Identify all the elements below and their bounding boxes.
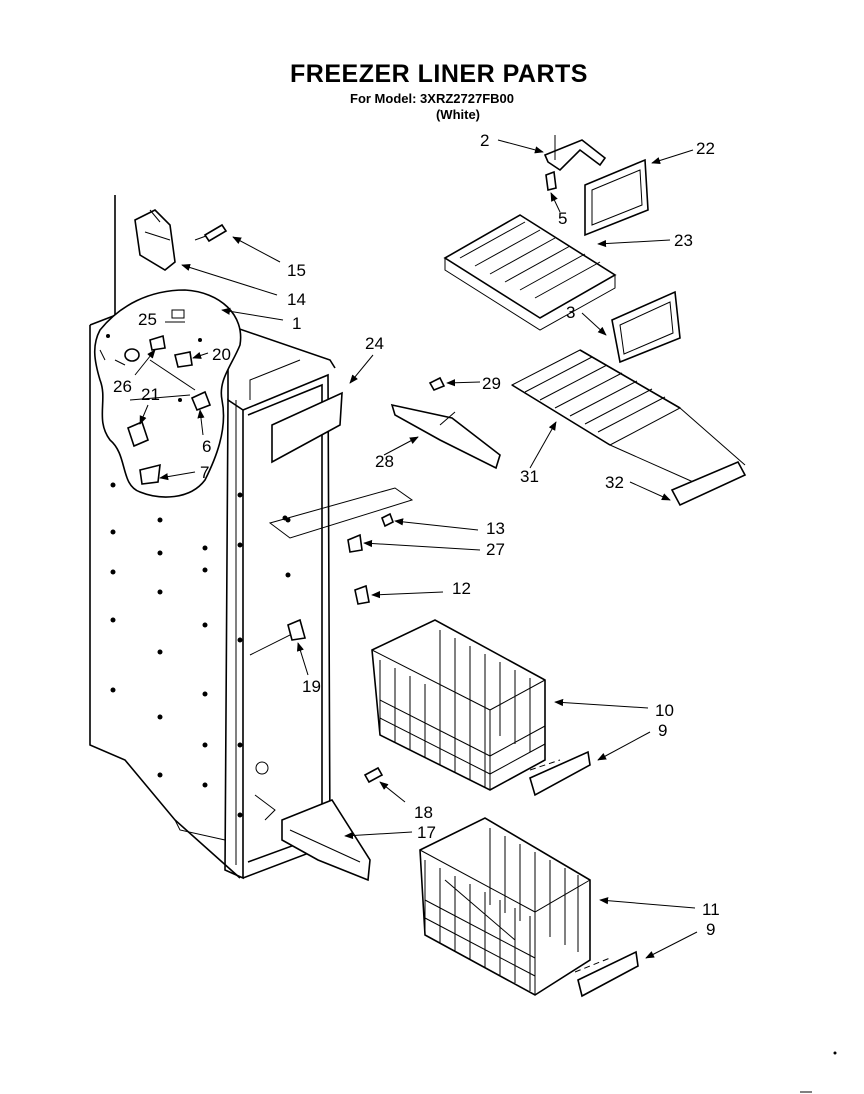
freezer-basket-10 <box>371 619 546 791</box>
callout-20: 20 <box>212 345 231 364</box>
color-variant: (White) <box>435 107 481 122</box>
callout-29: 29 <box>482 374 501 393</box>
callout-10: 10 <box>655 701 674 720</box>
screw-13 <box>380 512 395 528</box>
callout-14: 14 <box>287 290 306 309</box>
diagram-title: FREEZER LINER PARTS <box>290 60 588 88</box>
callout-15: 15 <box>287 261 306 280</box>
clip-12 <box>354 584 370 605</box>
wire-shelf-23 <box>443 214 617 331</box>
callout-1: 1 <box>292 314 301 333</box>
cutaway-detail-region <box>93 289 242 498</box>
callout-2: 2 <box>480 131 489 150</box>
wire-shelf-31 <box>510 349 746 486</box>
screw-18 <box>363 766 384 784</box>
light-socket-19 <box>287 618 307 641</box>
model-number: For Model: 3XRZ2727FB00 <box>350 91 514 106</box>
callout-5: 5 <box>558 209 567 228</box>
door-bin-22 <box>584 158 649 237</box>
shelf-trim-32 <box>670 460 747 507</box>
callout-13: 13 <box>486 519 505 538</box>
callout-27: 27 <box>486 540 505 559</box>
screw-15 <box>194 223 228 243</box>
callout-23: 23 <box>674 231 693 250</box>
callout-7: 7 <box>200 463 209 482</box>
clip-27 <box>347 533 363 553</box>
callout-32: 32 <box>605 473 624 492</box>
callout-9-lower: 9 <box>706 920 715 939</box>
callout-24: 24 <box>365 334 384 353</box>
callout-18: 18 <box>414 803 433 822</box>
leader-lines <box>134 139 698 959</box>
toe-grille-17 <box>281 799 371 882</box>
callout-9-upper: 9 <box>658 721 667 740</box>
callout-3: 3 <box>566 303 575 322</box>
liner-screw-holes <box>110 482 291 818</box>
callout-6: 6 <box>202 437 211 456</box>
callout-labels: 2 22 5 23 3 29 28 31 32 24 15 14 1 25 20… <box>113 131 720 939</box>
shelf-bracket-2 <box>543 135 607 172</box>
callout-31: 31 <box>520 467 539 486</box>
callout-26: 26 <box>113 377 132 396</box>
basket-trim-9-lower <box>577 950 639 998</box>
callout-25: 25 <box>138 310 157 329</box>
callout-17: 17 <box>417 823 436 842</box>
freezer-basket-11 <box>419 817 591 996</box>
door-bin-3 <box>611 290 681 364</box>
callout-11: 11 <box>702 900 720 919</box>
label-plate <box>268 487 414 539</box>
callout-12: 12 <box>452 579 471 598</box>
bracket-14 <box>134 209 176 271</box>
callout-21: 21 <box>141 385 160 404</box>
callout-19: 19 <box>302 677 321 696</box>
shelf-support-28 <box>390 403 501 470</box>
screw-5 <box>545 170 557 191</box>
control-parts <box>114 334 212 485</box>
screw-29 <box>428 376 446 392</box>
rail-24 <box>271 391 343 464</box>
callout-22: 22 <box>696 139 715 158</box>
basket-trim-9-upper <box>529 750 591 797</box>
freezer-liner-drawing <box>89 195 336 880</box>
callout-28: 28 <box>375 452 394 471</box>
